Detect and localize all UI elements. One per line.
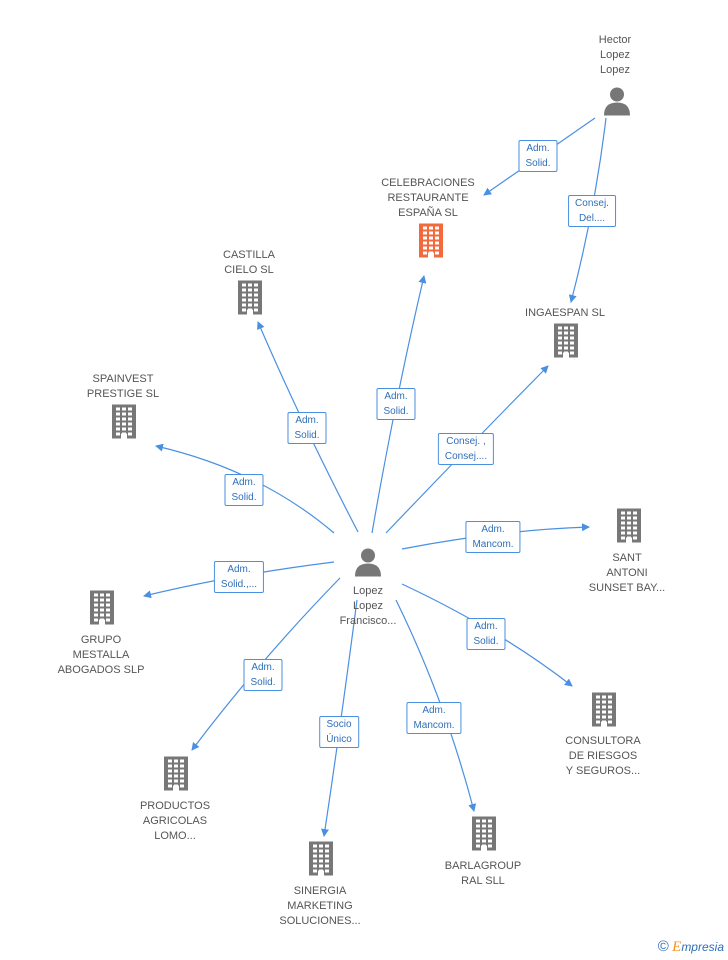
edge-label-center-celebraciones[interactable]: Adm. Solid. bbox=[376, 388, 416, 420]
edge-label-center-castilla[interactable]: Adm. Solid. bbox=[287, 412, 327, 444]
sinergia-label[interactable]: SINERGIA MARKETING SOLUCIONES... bbox=[279, 885, 361, 927]
brand-watermark: © Empresia bbox=[658, 938, 724, 956]
edge-label-center-productos[interactable]: Adm. Solid. bbox=[243, 659, 283, 691]
grupo-mestalla-building-icon[interactable] bbox=[86, 590, 118, 630]
ingaespan-label[interactable]: INGAESPAN SL bbox=[525, 307, 605, 319]
edge-label-center-sinergia[interactable]: Socio Único bbox=[319, 716, 359, 748]
productos-label[interactable]: PRODUCTOS AGRICOLAS LOMO... bbox=[139, 800, 211, 842]
barlagroup-label[interactable]: BARLAGROUP RAL SLL bbox=[444, 860, 522, 887]
edge-label-center-spainvest[interactable]: Adm. Solid. bbox=[224, 474, 264, 506]
sant-antoni-label[interactable]: SANT ANTONI SUNSET BAY... bbox=[588, 552, 666, 594]
edge-label-hector-celebraciones[interactable]: Adm. Solid. bbox=[518, 140, 558, 172]
edge-label-center-grupo[interactable]: Adm. Solid.,... bbox=[213, 561, 265, 593]
grupo-mestalla-label[interactable]: GRUPO MESTALLA ABOGADOS SLP bbox=[57, 634, 145, 676]
consultora-label[interactable]: CONSULTORA DE RIESGOS Y SEGUROS... bbox=[565, 735, 641, 777]
spainvest-building-icon[interactable] bbox=[108, 404, 140, 444]
barlagroup-building-icon[interactable] bbox=[468, 816, 500, 856]
edge-label-center-barlagroup[interactable]: Adm. Mancom. bbox=[406, 702, 462, 734]
center-person-label[interactable]: Lopez Lopez Francisco... bbox=[339, 585, 397, 627]
ingaespan-building-icon[interactable] bbox=[550, 323, 582, 363]
top-person-label[interactable]: Hector Lopez Lopez bbox=[598, 34, 632, 76]
center-person-icon[interactable] bbox=[353, 547, 383, 582]
copyright-symbol: © bbox=[657, 938, 669, 955]
spainvest-label[interactable]: SPAINVEST PRESTIGE SL bbox=[86, 373, 160, 400]
edge-label-center-sant-antoni[interactable]: Adm. Mancom. bbox=[465, 521, 521, 553]
productos-building-icon[interactable] bbox=[160, 756, 192, 796]
sant-antoni-building-icon[interactable] bbox=[613, 508, 645, 548]
brand-logo-letter: E bbox=[672, 939, 682, 955]
brand-name: mpresia bbox=[681, 940, 724, 954]
castilla-label[interactable]: CASTILLA CIELO SL bbox=[223, 249, 275, 276]
consultora-building-icon[interactable] bbox=[588, 692, 620, 732]
celebraciones-label[interactable]: CELEBRACIONES RESTAURANTE ESPAÑA SL bbox=[381, 177, 475, 219]
sinergia-building-icon[interactable] bbox=[305, 841, 337, 881]
edge-label-hector-ingaespan[interactable]: Consej. Del.... bbox=[568, 195, 616, 227]
edge-label-center-consultora[interactable]: Adm. Solid. bbox=[466, 618, 506, 650]
edge-label-center-ingaespan[interactable]: Consej. , Consej.... bbox=[437, 433, 495, 465]
celebraciones-building-icon[interactable] bbox=[415, 223, 447, 263]
top-person-icon[interactable] bbox=[602, 86, 632, 121]
castilla-building-icon[interactable] bbox=[234, 280, 266, 320]
